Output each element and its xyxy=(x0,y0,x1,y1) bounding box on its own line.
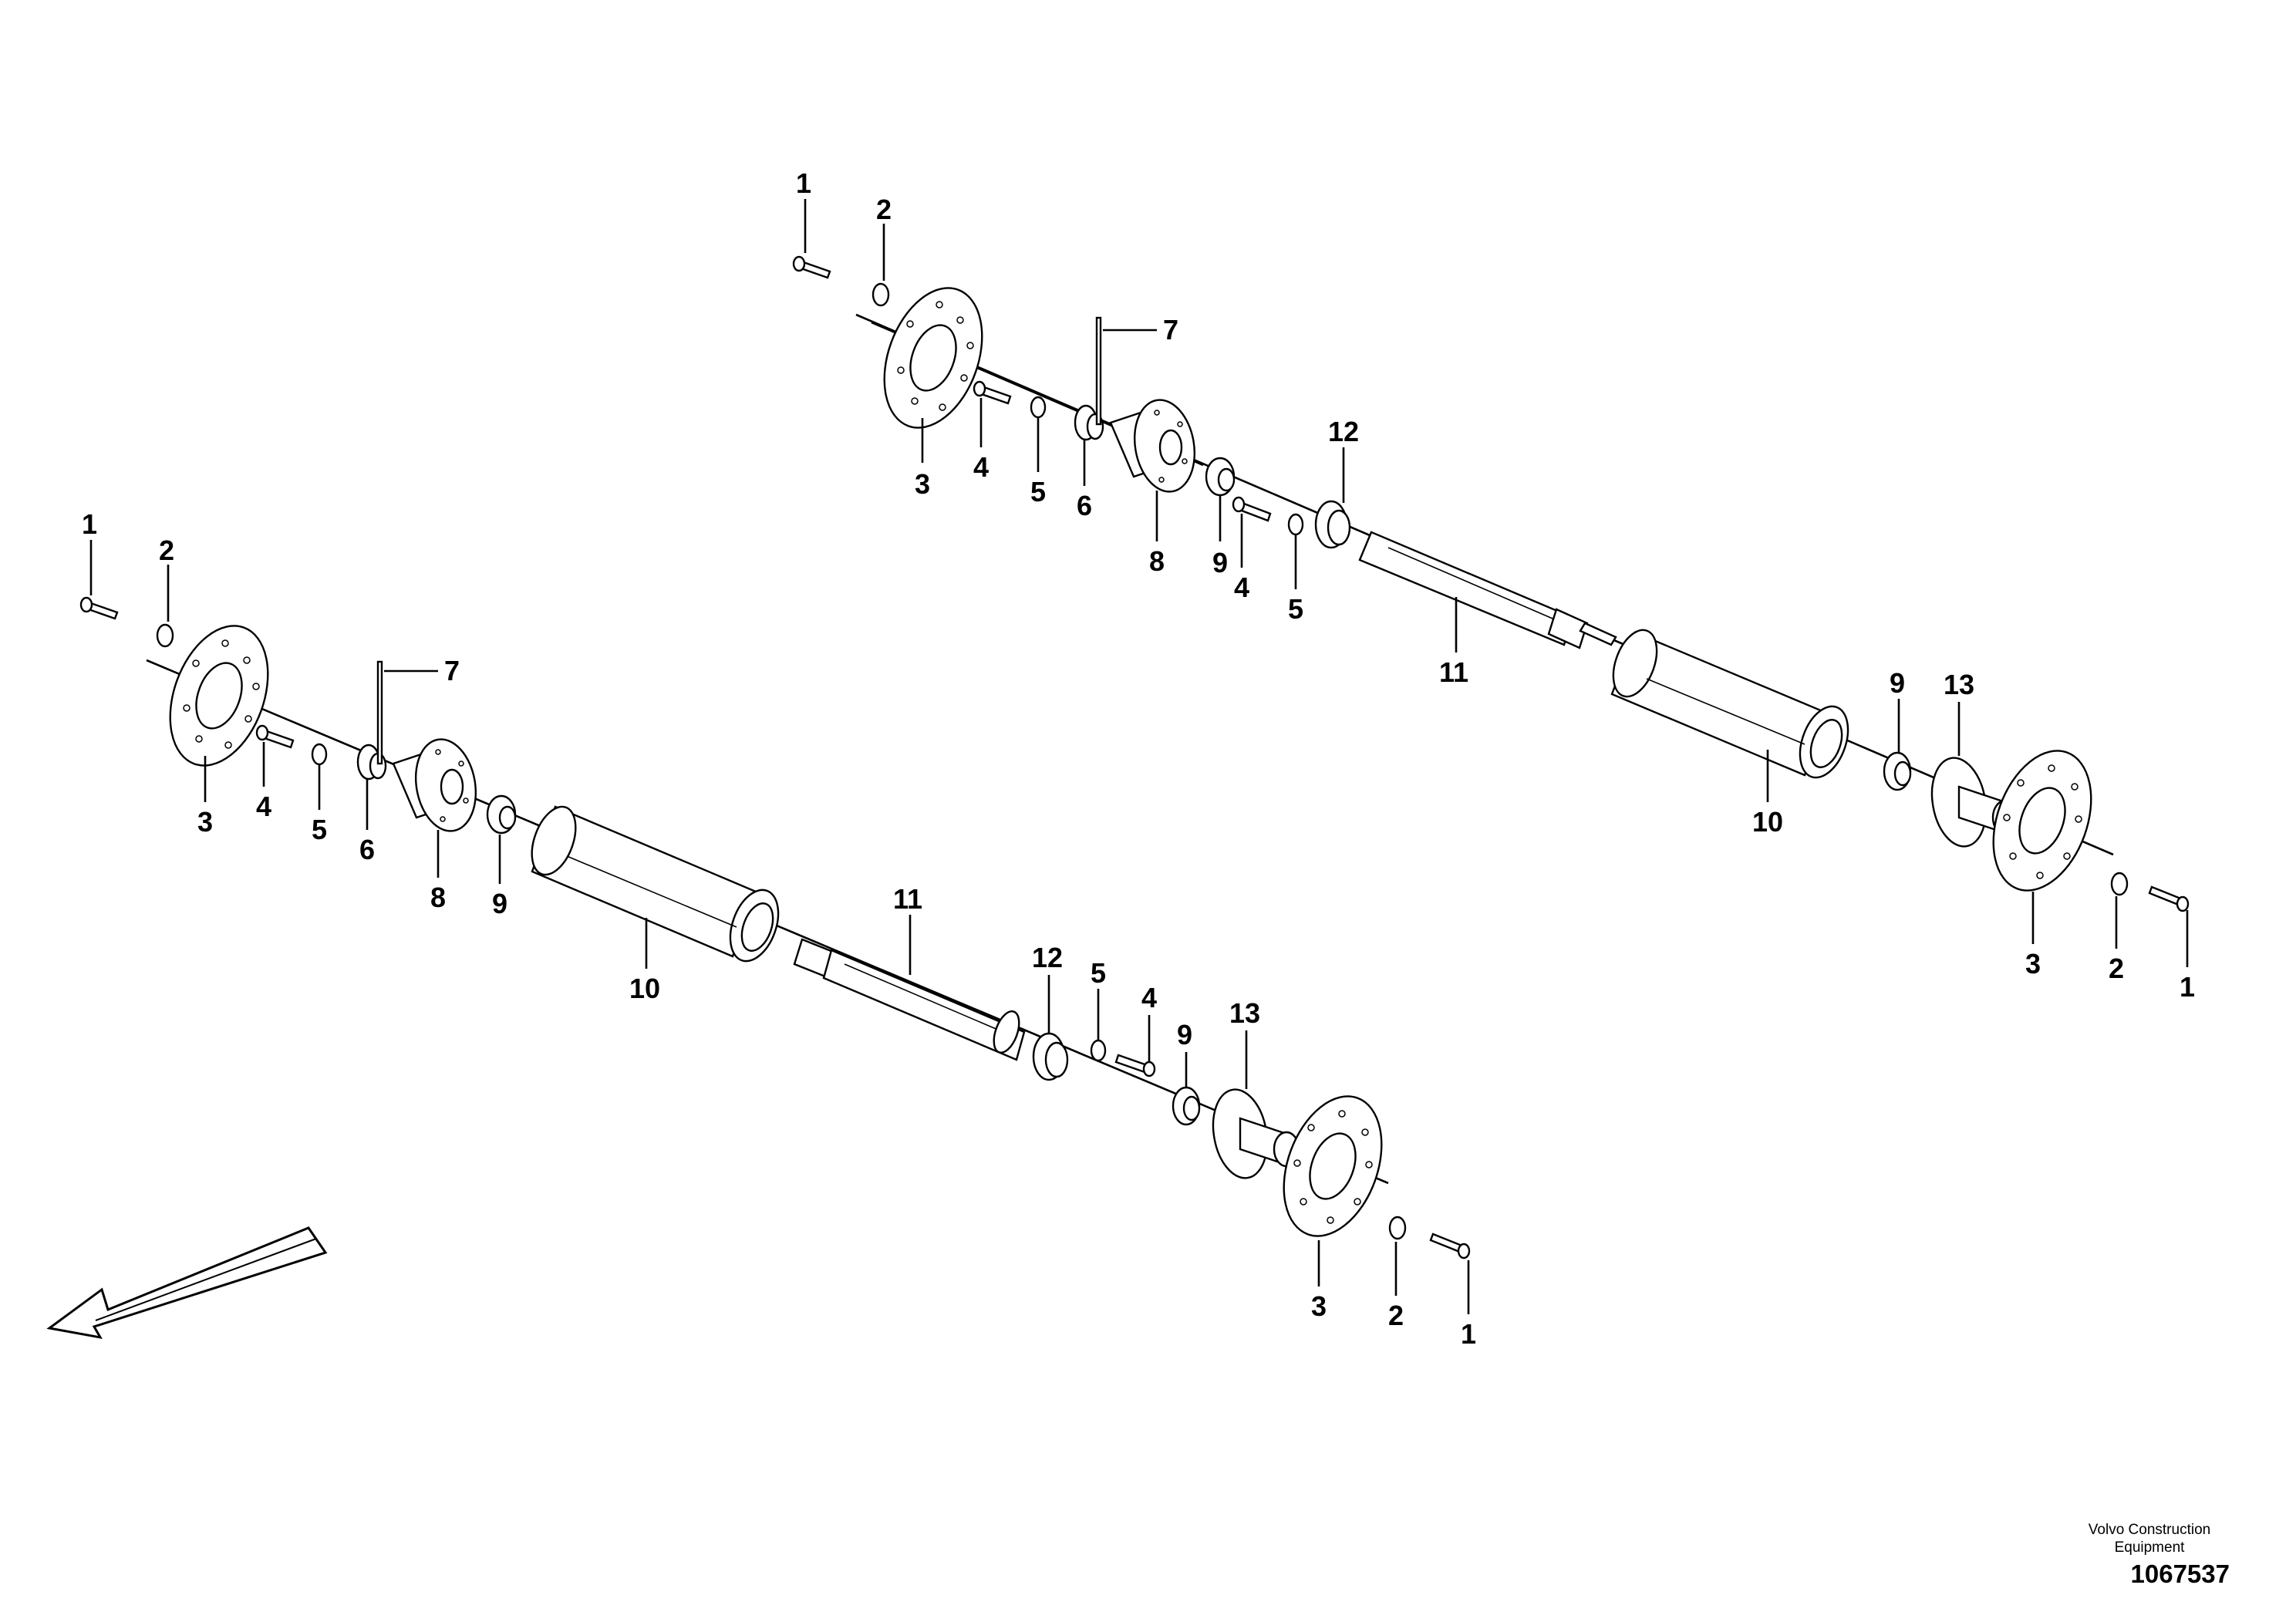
upper-bushing-6 xyxy=(1074,404,1104,441)
upper-bolt-1r xyxy=(2148,885,2190,912)
callout-label: 4 xyxy=(1141,982,1157,1013)
upper-screw-4b xyxy=(1232,496,1272,522)
lower-hub-8 xyxy=(392,738,477,832)
callout-label: 7 xyxy=(1163,314,1178,346)
lower-bolt-1 xyxy=(79,596,119,620)
callout-label: 12 xyxy=(1032,942,1063,973)
callout-label: 10 xyxy=(629,973,660,1004)
callout-label: 8 xyxy=(1149,545,1165,577)
upper-shaft-11 xyxy=(1358,531,1617,649)
lower-coupling-12 xyxy=(1032,1032,1069,1081)
callout-label: 5 xyxy=(1288,593,1303,625)
callout-label: 2 xyxy=(2109,953,2124,984)
lower-axle-assembly xyxy=(79,540,1471,1314)
callout-label: 3 xyxy=(915,468,930,500)
upper-pin-7 xyxy=(1095,316,1157,426)
callout-label: 9 xyxy=(492,888,507,919)
upper-coupling-12 xyxy=(1314,500,1351,549)
lower-bearing-9 xyxy=(486,794,517,835)
callout-label: 3 xyxy=(1311,1290,1327,1322)
upper-flange-plate-3r xyxy=(1992,750,2092,892)
callout-label: 3 xyxy=(2025,948,2041,980)
callout-label: 2 xyxy=(159,534,174,566)
callout-label: 6 xyxy=(1077,490,1092,521)
upper-bearing-9 xyxy=(1205,457,1236,497)
callout-label: 5 xyxy=(1030,476,1046,508)
upper-tube-10 xyxy=(1610,629,1849,779)
callout-label: 4 xyxy=(1234,572,1249,603)
callout-label: 4 xyxy=(256,791,271,822)
upper-callouts: 1 2 3 4 5 6 7 8 9 4 5 12 11 10 9 13 3 2 … xyxy=(796,167,2195,1003)
company-line-2: Equipment xyxy=(2114,1539,2185,1556)
callout-label: 2 xyxy=(1388,1300,1404,1331)
callout-label: 9 xyxy=(1212,547,1228,578)
upper-washer-5 xyxy=(1030,396,1047,419)
callout-label: 5 xyxy=(1091,957,1106,989)
callout-label: 1 xyxy=(1461,1318,1476,1350)
lower-washer-2 xyxy=(156,623,174,648)
lower-bolt-1r xyxy=(1429,1233,1471,1259)
upper-washer-2r xyxy=(2110,872,2129,896)
upper-hub-8 xyxy=(1109,399,1196,493)
upper-bearing-9r xyxy=(1883,751,1912,791)
upper-washer-5b xyxy=(1287,513,1304,536)
lower-screw-4b xyxy=(1114,1054,1156,1077)
callout-label: 13 xyxy=(1944,669,1974,700)
company-line-1: Volvo Construction xyxy=(2088,1522,2211,1538)
lower-screw-4 xyxy=(255,724,295,749)
callout-label: 11 xyxy=(1439,656,1468,688)
upper-washer-2 xyxy=(872,282,890,307)
company-name: Volvo Construction Equipment xyxy=(2057,1521,2242,1556)
callout-label: 13 xyxy=(1229,997,1260,1029)
callout-label: 4 xyxy=(973,451,989,483)
callout-label: 1 xyxy=(2180,971,2195,1003)
lower-flange-plate-3 xyxy=(169,625,269,767)
drawing-number: 1067537 xyxy=(2130,1560,2230,1588)
callout-label: 3 xyxy=(197,806,213,838)
upper-axle-assembly xyxy=(792,199,2190,967)
callout-label: 2 xyxy=(876,194,892,225)
callout-label: 1 xyxy=(82,508,97,540)
lower-washer-2r xyxy=(1388,1216,1407,1240)
callout-label: 8 xyxy=(430,882,446,913)
lower-washer-5b xyxy=(1090,1039,1107,1062)
upper-flange-plate-3 xyxy=(883,287,983,429)
callout-label: 10 xyxy=(1752,806,1783,838)
callout-label: 9 xyxy=(1890,667,1905,699)
lower-shaft-11 xyxy=(793,938,1026,1061)
lower-flange-plate-3r xyxy=(1283,1095,1383,1237)
callout-label: 5 xyxy=(312,814,327,845)
lower-bearing-9r xyxy=(1172,1086,1201,1126)
lower-tube-10 xyxy=(531,805,780,963)
callout-label: 12 xyxy=(1328,416,1359,447)
callout-label: 6 xyxy=(359,834,375,865)
callout-label: 9 xyxy=(1177,1019,1192,1050)
lower-callouts: 1 2 3 4 5 6 7 8 9 10 11 12 5 4 9 13 3 2 … xyxy=(82,508,1476,1350)
upper-screw-4 xyxy=(973,380,1012,405)
callout-label: 11 xyxy=(893,883,922,915)
callout-label: 7 xyxy=(444,655,460,686)
upper-bolt-1 xyxy=(792,255,831,279)
arrow-icon xyxy=(46,1226,328,1340)
lower-washer-5 xyxy=(311,743,328,766)
callout-label: 1 xyxy=(796,167,811,199)
lower-pin-7 xyxy=(376,660,438,765)
